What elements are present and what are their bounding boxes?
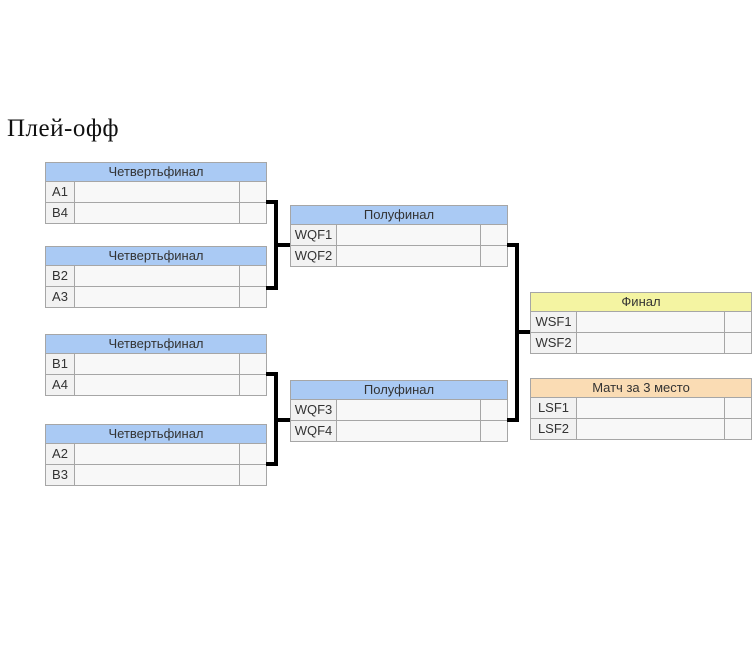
seed-label: WQF2 xyxy=(291,246,337,266)
connector-sf1-in xyxy=(274,243,290,247)
match-title: Полуфинал xyxy=(291,206,507,225)
match-row: WSF2 xyxy=(531,333,751,353)
team-name-cell[interactable] xyxy=(577,333,725,353)
team-name-cell[interactable] xyxy=(75,266,240,286)
seed-label: WQF4 xyxy=(291,421,337,441)
match-semifinal-1: Полуфинал WQF1 WQF2 xyxy=(290,205,508,267)
team-name-cell[interactable] xyxy=(337,421,481,441)
match-quarterfinal-3: Четвертьфинал B1 A4 xyxy=(45,334,267,396)
match-row: A4 xyxy=(46,375,266,395)
score-cell[interactable] xyxy=(481,246,507,266)
score-cell[interactable] xyxy=(240,203,266,223)
seed-label: LSF1 xyxy=(531,398,577,418)
team-name-cell[interactable] xyxy=(75,444,240,464)
seed-label: LSF2 xyxy=(531,419,577,439)
score-cell[interactable] xyxy=(725,398,751,418)
team-name-cell[interactable] xyxy=(577,312,725,332)
seed-label: WQF1 xyxy=(291,225,337,245)
match-semifinal-2: Полуфинал WQF3 WQF4 xyxy=(290,380,508,442)
connector-qf2-out xyxy=(266,286,278,290)
match-row: A1 xyxy=(46,182,266,203)
team-name-cell[interactable] xyxy=(75,375,240,395)
match-quarterfinal-1: Четвертьфинал A1 B4 xyxy=(45,162,267,224)
score-cell[interactable] xyxy=(481,225,507,245)
page-title: Плей-офф xyxy=(7,115,120,142)
match-row: B4 xyxy=(46,203,266,223)
match-title: Финал xyxy=(531,293,751,312)
match-row: WQF3 xyxy=(291,400,507,421)
team-name-cell[interactable] xyxy=(75,465,240,485)
score-cell[interactable] xyxy=(240,182,266,202)
team-name-cell[interactable] xyxy=(337,246,481,266)
match-row: LSF1 xyxy=(531,398,751,419)
team-name-cell[interactable] xyxy=(337,400,481,420)
match-title: Четвертьфинал xyxy=(46,247,266,266)
seed-label: WQF3 xyxy=(291,400,337,420)
team-name-cell[interactable] xyxy=(337,225,481,245)
match-title: Полуфинал xyxy=(291,381,507,400)
score-cell[interactable] xyxy=(240,375,266,395)
match-row: A2 xyxy=(46,444,266,465)
match-row: WQF2 xyxy=(291,246,507,266)
match-row: B1 xyxy=(46,354,266,375)
score-cell[interactable] xyxy=(481,421,507,441)
team-name-cell[interactable] xyxy=(75,354,240,374)
score-cell[interactable] xyxy=(725,312,751,332)
match-row: WQF1 xyxy=(291,225,507,246)
match-row: WQF4 xyxy=(291,421,507,441)
connector-sf2-in xyxy=(274,418,290,422)
team-name-cell[interactable] xyxy=(577,419,725,439)
score-cell[interactable] xyxy=(725,333,751,353)
score-cell[interactable] xyxy=(481,400,507,420)
team-name-cell[interactable] xyxy=(577,398,725,418)
team-name-cell[interactable] xyxy=(75,287,240,307)
seed-label: A2 xyxy=(46,444,75,464)
seed-label: WSF2 xyxy=(531,333,577,353)
match-title: Четвертьфинал xyxy=(46,163,266,182)
score-cell[interactable] xyxy=(240,444,266,464)
score-cell[interactable] xyxy=(240,287,266,307)
connector-sf1-out xyxy=(507,243,519,247)
seed-label: B3 xyxy=(46,465,75,485)
seed-label: A1 xyxy=(46,182,75,202)
score-cell[interactable] xyxy=(240,266,266,286)
match-row: B3 xyxy=(46,465,266,485)
seed-label: B4 xyxy=(46,203,75,223)
seed-label: A3 xyxy=(46,287,75,307)
seed-label: B2 xyxy=(46,266,75,286)
connector-sf2-out xyxy=(507,418,519,422)
match-title: Четвертьфинал xyxy=(46,425,266,444)
match-final: Финал WSF1 WSF2 xyxy=(530,292,752,354)
score-cell[interactable] xyxy=(240,465,266,485)
connector-qf1-out xyxy=(266,200,278,204)
connector-final-in xyxy=(515,330,530,334)
connector-qf3-out xyxy=(266,372,278,376)
match-row: WSF1 xyxy=(531,312,751,333)
match-title: Матч за 3 место xyxy=(531,379,751,398)
match-row: LSF2 xyxy=(531,419,751,439)
seed-label: WSF1 xyxy=(531,312,577,332)
seed-label: B1 xyxy=(46,354,75,374)
match-row: B2 xyxy=(46,266,266,287)
match-quarterfinal-4: Четвертьфинал A2 B3 xyxy=(45,424,267,486)
score-cell[interactable] xyxy=(725,419,751,439)
match-row: A3 xyxy=(46,287,266,307)
connector-qf4-out xyxy=(266,462,278,466)
match-quarterfinal-2: Четвертьфинал B2 A3 xyxy=(45,246,267,308)
team-name-cell[interactable] xyxy=(75,182,240,202)
team-name-cell[interactable] xyxy=(75,203,240,223)
match-title: Четвертьфинал xyxy=(46,335,266,354)
match-third-place: Матч за 3 место LSF1 LSF2 xyxy=(530,378,752,440)
seed-label: A4 xyxy=(46,375,75,395)
score-cell[interactable] xyxy=(240,354,266,374)
